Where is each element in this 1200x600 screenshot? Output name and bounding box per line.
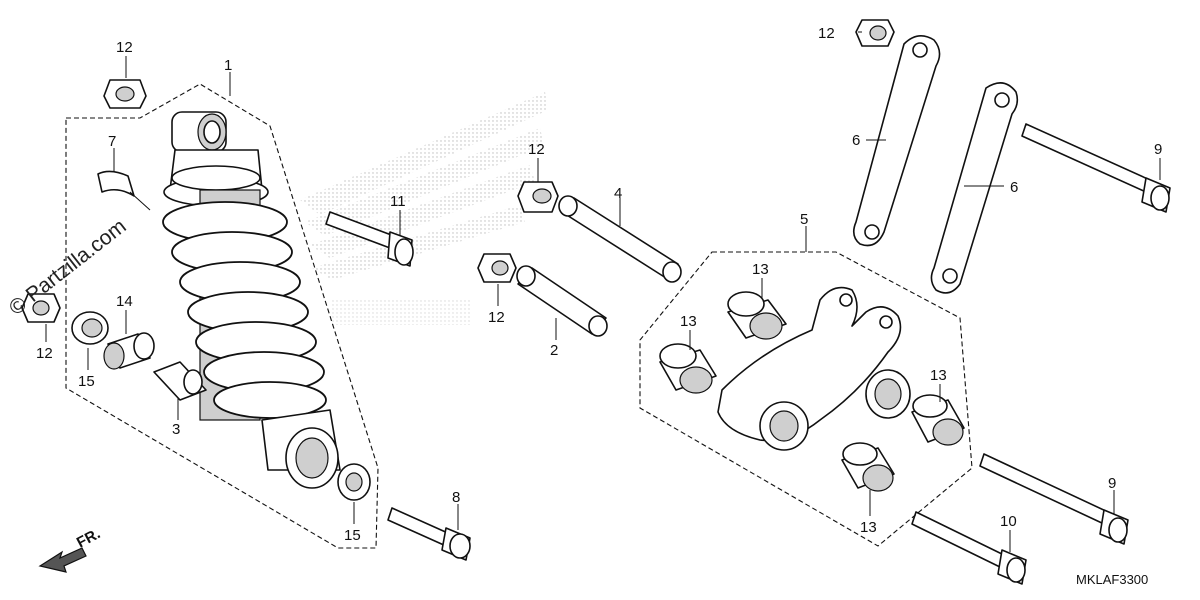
nut-12-top-right bbox=[855, 19, 895, 47]
callout-3: 3 bbox=[172, 421, 180, 438]
nut-12-left bbox=[21, 293, 61, 323]
link-arm-6-left bbox=[852, 35, 941, 247]
nut-12-mid-top bbox=[517, 181, 559, 213]
callout-12-top-left: 12 bbox=[116, 39, 133, 56]
callout-5: 5 bbox=[800, 211, 808, 228]
collar-4 bbox=[558, 195, 682, 283]
callout-4: 4 bbox=[614, 185, 622, 202]
callout-11: 11 bbox=[390, 193, 406, 210]
shock-absorber bbox=[162, 111, 341, 489]
bolt-11 bbox=[325, 211, 414, 267]
leader-lines bbox=[45, 31, 1161, 552]
callout-8: 8 bbox=[452, 489, 460, 506]
bolt-8 bbox=[387, 507, 471, 561]
callout-12-left: 12 bbox=[36, 345, 53, 362]
bolt-9-bottom bbox=[979, 453, 1129, 545]
collar-2 bbox=[516, 265, 608, 337]
link-arm-6-right bbox=[930, 82, 1019, 294]
label-sticker-7 bbox=[97, 170, 135, 197]
callout-13-left: 13 bbox=[680, 313, 697, 330]
bearing-13-left bbox=[659, 343, 717, 394]
bearing-14 bbox=[103, 332, 155, 370]
collar-3 bbox=[153, 361, 207, 401]
brand-wing-watermark bbox=[300, 92, 548, 325]
bearing-13-right bbox=[911, 394, 965, 446]
callout-12-mid: 12 bbox=[488, 309, 505, 326]
bolt-10 bbox=[911, 511, 1027, 585]
callout-12-top-right: 12 bbox=[818, 25, 835, 42]
shock-assembly-outline bbox=[65, 83, 379, 549]
callout-10: 10 bbox=[1000, 513, 1017, 530]
callout-13-bottom: 13 bbox=[860, 519, 877, 536]
nut-12-top-left bbox=[103, 79, 147, 109]
callout-labels: 1 2 3 4 5 6 6 7 8 9 9 10 11 12 12 12 12 … bbox=[36, 25, 1162, 544]
diagram-code: MKLAF3300 bbox=[1076, 572, 1148, 587]
callout-15-bottom: 15 bbox=[344, 527, 361, 544]
callout-15-left: 15 bbox=[78, 373, 95, 390]
callout-1: 1 bbox=[224, 57, 232, 74]
bolt-9-top bbox=[1021, 123, 1171, 213]
front-direction-arrow: FR. bbox=[38, 525, 103, 573]
nut-12-mid bbox=[477, 253, 517, 283]
callout-13-right: 13 bbox=[930, 367, 947, 384]
bearing-13-top bbox=[727, 291, 787, 340]
callout-6-right: 6 bbox=[1010, 179, 1018, 196]
front-label: FR. bbox=[74, 525, 103, 551]
callout-13-top: 13 bbox=[752, 261, 769, 278]
callout-12-mid-top: 12 bbox=[528, 141, 545, 158]
callout-9-top: 9 bbox=[1154, 141, 1162, 158]
callout-9-bottom: 9 bbox=[1108, 475, 1116, 492]
cushion-arm-outline bbox=[639, 251, 973, 547]
washer-15-bottom bbox=[337, 463, 371, 501]
callout-2: 2 bbox=[550, 342, 558, 359]
partzilla-watermark: © Partzilla.com bbox=[5, 215, 131, 320]
callout-6-left: 6 bbox=[852, 132, 860, 149]
washer-15-left bbox=[71, 311, 109, 345]
bearing-13-bottom bbox=[841, 442, 895, 492]
callout-7: 7 bbox=[108, 133, 116, 150]
callout-14: 14 bbox=[116, 293, 133, 310]
cushion-arm-5 bbox=[717, 286, 911, 451]
